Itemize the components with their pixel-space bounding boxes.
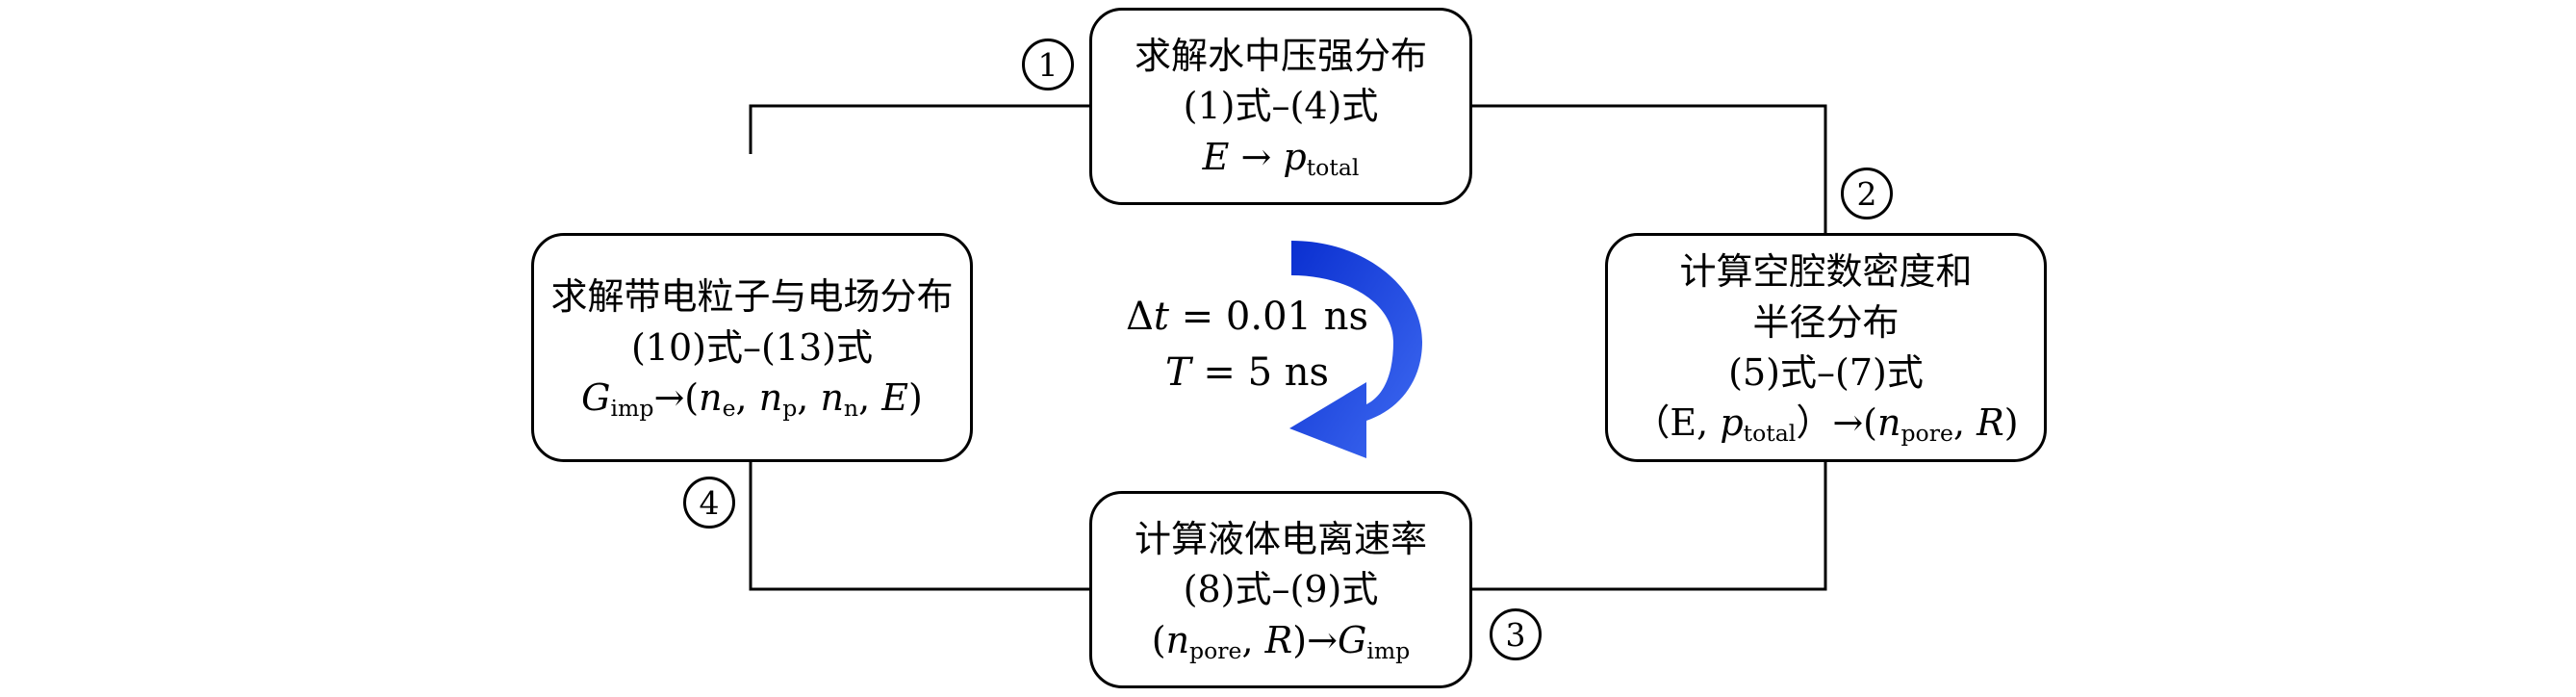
step-box-charged-particles: 求解带电粒子与电场分布 (10)式–(13)式 Gimp→(ne, np, nn… <box>531 233 973 462</box>
connector-bottom-left <box>749 462 1089 591</box>
total-time-label: T = 5 ns <box>1164 350 1330 395</box>
step-box-pressure: 求解水中压强分布 (1)式–(4)式 E → ptotal <box>1089 8 1472 205</box>
step-title: 求解带电粒子与电场分布 <box>550 275 954 319</box>
step-mapping: (npore, R)→Gimp <box>1151 618 1411 664</box>
step-equations: (10)式–(13)式 <box>630 325 873 369</box>
step-title: 求解水中压强分布 <box>1134 34 1427 77</box>
timestep-label: Δt = 0.01 ns <box>1126 295 1368 339</box>
simulation-parameters: Δt = 0.01 ns T = 5 ns <box>1126 289 1368 400</box>
step-equations: (5)式–(7)式 <box>1728 351 1924 394</box>
connector-bottom-right <box>1472 462 1827 591</box>
connector-top-right <box>1472 104 1827 233</box>
step-mapping: E → ptotal <box>1202 135 1360 181</box>
step-box-cavity: 计算空腔数密度和 半径分布 (5)式–(7)式 （E, ptotal）→(npo… <box>1605 233 2047 462</box>
step-title-line2: 半径分布 <box>1752 300 1900 344</box>
step-title-line1: 计算空腔数密度和 <box>1679 250 1973 294</box>
step-number-3: 3 <box>1490 608 1542 660</box>
cycle-arrow-icon <box>1289 241 1422 458</box>
step-title: 计算液体电离速率 <box>1134 517 1427 560</box>
connector-top-left <box>749 104 1089 154</box>
step-number-4: 4 <box>683 477 735 529</box>
step-equations: (8)式–(9)式 <box>1183 568 1379 611</box>
step-number-1: 1 <box>1022 39 1074 90</box>
step-number-2: 2 <box>1841 168 1893 219</box>
step-box-ionization: 计算液体电离速率 (8)式–(9)式 (npore, R)→Gimp <box>1089 491 1472 688</box>
step-mapping: Gimp→(ne, np, nn, E) <box>581 376 923 423</box>
step-mapping: （E, ptotal）→(npore, R) <box>1633 401 2019 448</box>
step-equations: (1)式–(4)式 <box>1183 85 1379 128</box>
